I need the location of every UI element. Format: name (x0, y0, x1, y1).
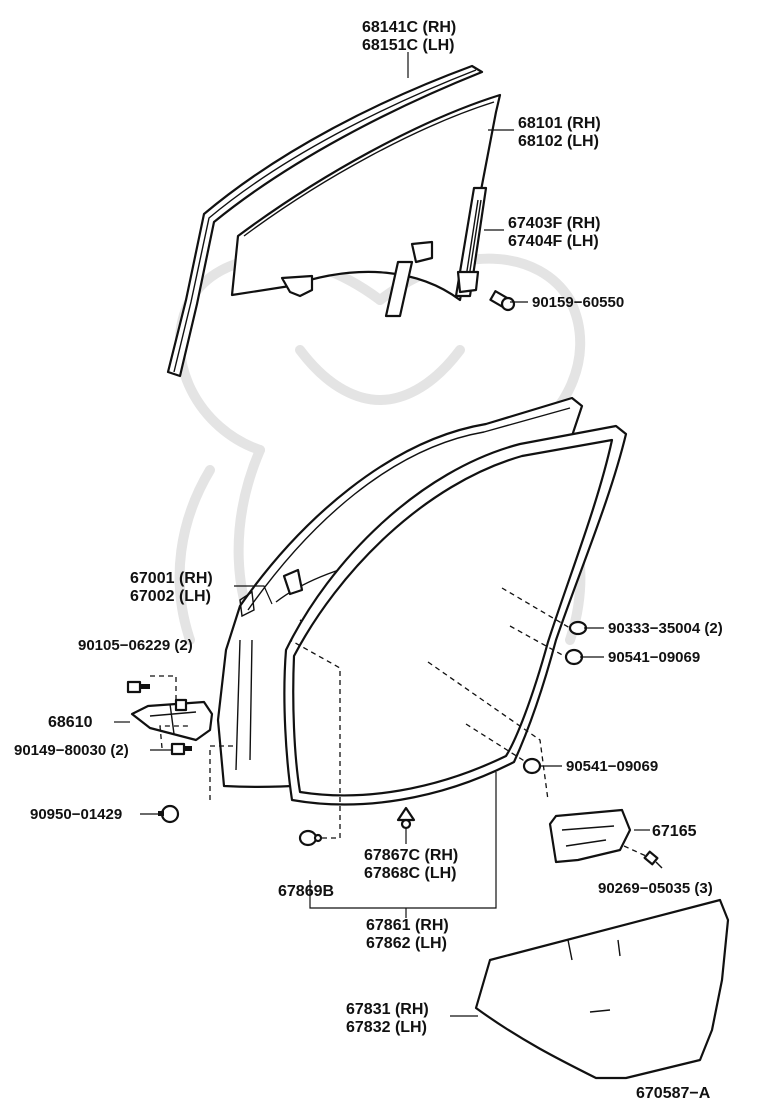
diagram-id: 670587−A (636, 1085, 711, 1102)
label-67831: 67831 (RH)67832 (LH) (346, 1001, 429, 1036)
label-67001: 67001 (RH)67002 (LH) (130, 570, 213, 605)
cushion-90541-upper (564, 648, 584, 666)
bracket-67165 (548, 808, 632, 864)
door-weatherstrip (283, 424, 628, 806)
bolt-90149 (170, 742, 192, 756)
service-hole-cover (474, 898, 730, 1080)
bolt-90105 (126, 680, 150, 694)
label-90269: 90269−05035 (3) (598, 880, 713, 897)
label-68101: 68101 (RH)68102 (LH) (518, 115, 601, 150)
cushion-90541-lower (522, 757, 542, 775)
label-90149: 90149−80030 (2) (14, 742, 129, 759)
rear-run-channel (454, 186, 488, 298)
assembly-dash-lines (150, 587, 647, 857)
window-run-channel (166, 64, 484, 378)
label-90333: 90333−35004 (2) (608, 620, 723, 637)
label-90950: 90950−01429 (30, 806, 122, 823)
label-90105: 90105−06229 (2) (78, 637, 193, 654)
label-67867c: 67867C (RH)67868C (LH) (364, 847, 458, 882)
label-67861: 67861 (RH)67862 (LH) (366, 917, 449, 952)
label-67403f: 67403F (RH)67404F (LH) (508, 215, 600, 250)
label-68610: 68610 (48, 714, 93, 731)
part-labels: 68141C (RH)68151C (LH) 68101 (RH)68102 (… (14, 19, 723, 1102)
plug-67869 (298, 829, 323, 847)
door-glass (230, 93, 502, 318)
label-67869b: 67869B (278, 883, 334, 900)
clip-67867 (396, 806, 416, 830)
leader-lines (114, 52, 650, 1017)
label-90541-upper: 90541−09069 (608, 649, 700, 666)
label-68141c: 68141C (RH)68151C (LH) (362, 19, 456, 54)
plug-90333 (568, 620, 588, 636)
screw-90269 (643, 850, 663, 869)
bolt-90159 (489, 290, 516, 312)
label-90541-lower: 90541−09069 (566, 758, 658, 775)
bolt-90950 (158, 804, 180, 824)
label-90159: 90159−60550 (532, 294, 624, 311)
door-hinge (130, 698, 214, 742)
label-67165: 67165 (652, 823, 697, 840)
